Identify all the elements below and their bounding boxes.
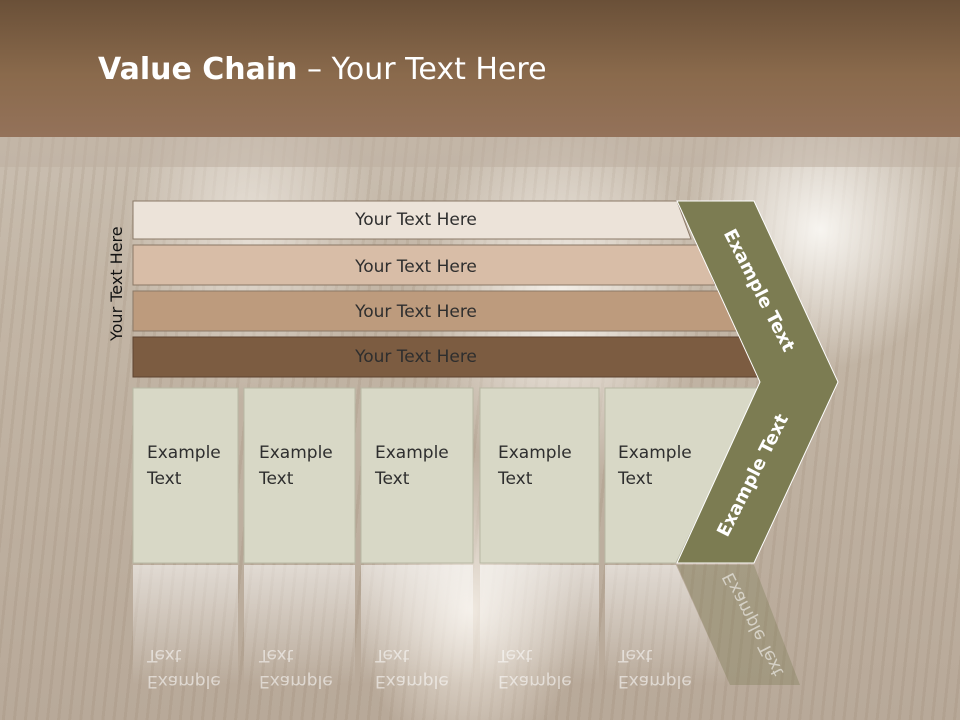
- reflection-cell-5-line1: Example: [618, 671, 692, 691]
- cell-4-line2: Text: [497, 469, 533, 489]
- cell-4-line1: Example: [498, 443, 572, 463]
- cell-4: [479, 387, 600, 564]
- reflection-cell-2-line2: Text: [258, 645, 294, 665]
- cell-5: [604, 387, 761, 564]
- diagram-reflection: Example Text Example Text Example Text E…: [133, 565, 800, 691]
- bar-3-label: Your Text Here: [354, 302, 477, 322]
- bar-4-label: Your Text Here: [354, 347, 477, 367]
- reflection-cell-2-line1: Example: [259, 671, 333, 691]
- reflection-cell-3: [361, 565, 473, 685]
- cell-1-line2: Text: [146, 469, 182, 489]
- title-banner: [0, 0, 960, 137]
- cell-5-line2: Text: [617, 469, 653, 489]
- bar-1-label: Your Text Here: [354, 210, 477, 230]
- slide-title: Value Chain – Your Text Here: [98, 52, 547, 87]
- chevron-arrow: [676, 200, 839, 564]
- cell-1-line1: Example: [147, 443, 221, 463]
- cell-2: [243, 387, 356, 564]
- reflection-cell-5-line2: Text: [617, 645, 653, 665]
- reflection-cell-1: [133, 565, 238, 685]
- reflection-arrow: [677, 565, 800, 685]
- bar-1: [132, 200, 692, 240]
- reflection-cell-1-line1: Example: [147, 671, 221, 691]
- reflection-cell-4: [480, 565, 599, 685]
- reflection-cell-4-line1: Example: [498, 671, 572, 691]
- banner-shadow-strip: [0, 137, 960, 167]
- cell-3: [360, 387, 474, 564]
- reflection-cell-3-line1: Example: [375, 671, 449, 691]
- reflection-cell-4-line2: Text: [497, 645, 533, 665]
- cell-3-line2: Text: [374, 469, 410, 489]
- reflection-cell-1-line2: Text: [146, 645, 182, 665]
- reflection-cell-5: [605, 565, 730, 685]
- slide-title-rest: – Your Text Here: [297, 52, 547, 87]
- bar-2-label: Your Text Here: [354, 257, 477, 277]
- cell-1: [132, 387, 239, 564]
- cell-2-line1: Example: [259, 443, 333, 463]
- cell-2-line2: Text: [258, 469, 294, 489]
- reflection-cell-3-line2: Text: [374, 645, 410, 665]
- cell-3-line1: Example: [375, 443, 449, 463]
- reflection-cell-2: [244, 565, 355, 685]
- cell-5-line1: Example: [618, 443, 692, 463]
- slide-title-bold: Value Chain: [98, 52, 298, 87]
